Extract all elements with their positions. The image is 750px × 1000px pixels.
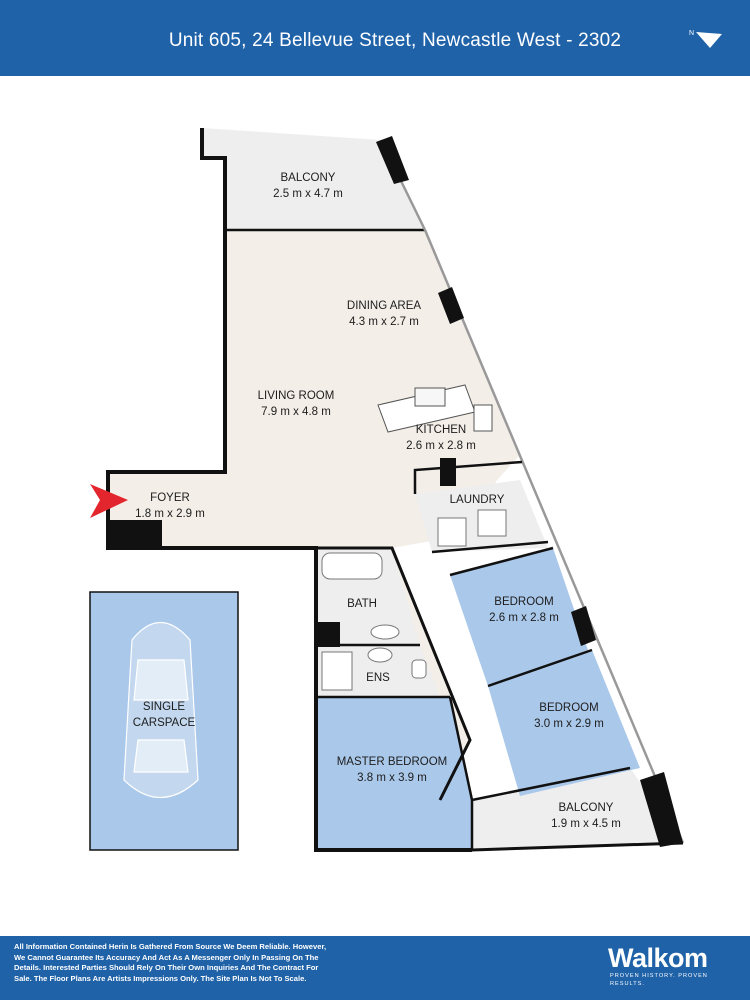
- brand-name: Walkom: [608, 943, 708, 973]
- north-wall: [106, 128, 472, 852]
- balcony-north: [202, 128, 425, 230]
- room-label-ens: ENS: [366, 672, 390, 684]
- property-address-title: Unit 605, 24 Bellevue Street, Newcastle …: [168, 30, 622, 51]
- room-label-bath: BATH: [347, 598, 377, 610]
- disclaimer-text: All Information Contained Herin Is Gathe…: [14, 942, 327, 983]
- balcony-south: [472, 768, 683, 850]
- footer-bar: All Information Contained Herin Is Gathe…: [0, 936, 750, 1000]
- brand-tagline: PROVEN HISTORY. PROVEN RESULTS.: [610, 973, 708, 987]
- compass-label: N: [689, 30, 694, 37]
- header-bar: Unit 605, 24 Bellevue Street, Newcastle …: [0, 0, 750, 76]
- north-arrow-icon: N: [689, 30, 722, 48]
- bedroom-1-area: [450, 548, 588, 686]
- master-bedroom-area: [316, 697, 472, 850]
- entry-arrow-icon: [90, 484, 128, 518]
- room-label-laundry: LAUNDRY: [449, 494, 505, 506]
- bedroom-2-area: [488, 650, 640, 796]
- car-icon: [123, 622, 199, 799]
- floor-plan-drawing: [89, 128, 685, 852]
- brand-logo: Walkom PROVEN HISTORY. PROVEN RESULTS.: [608, 944, 728, 988]
